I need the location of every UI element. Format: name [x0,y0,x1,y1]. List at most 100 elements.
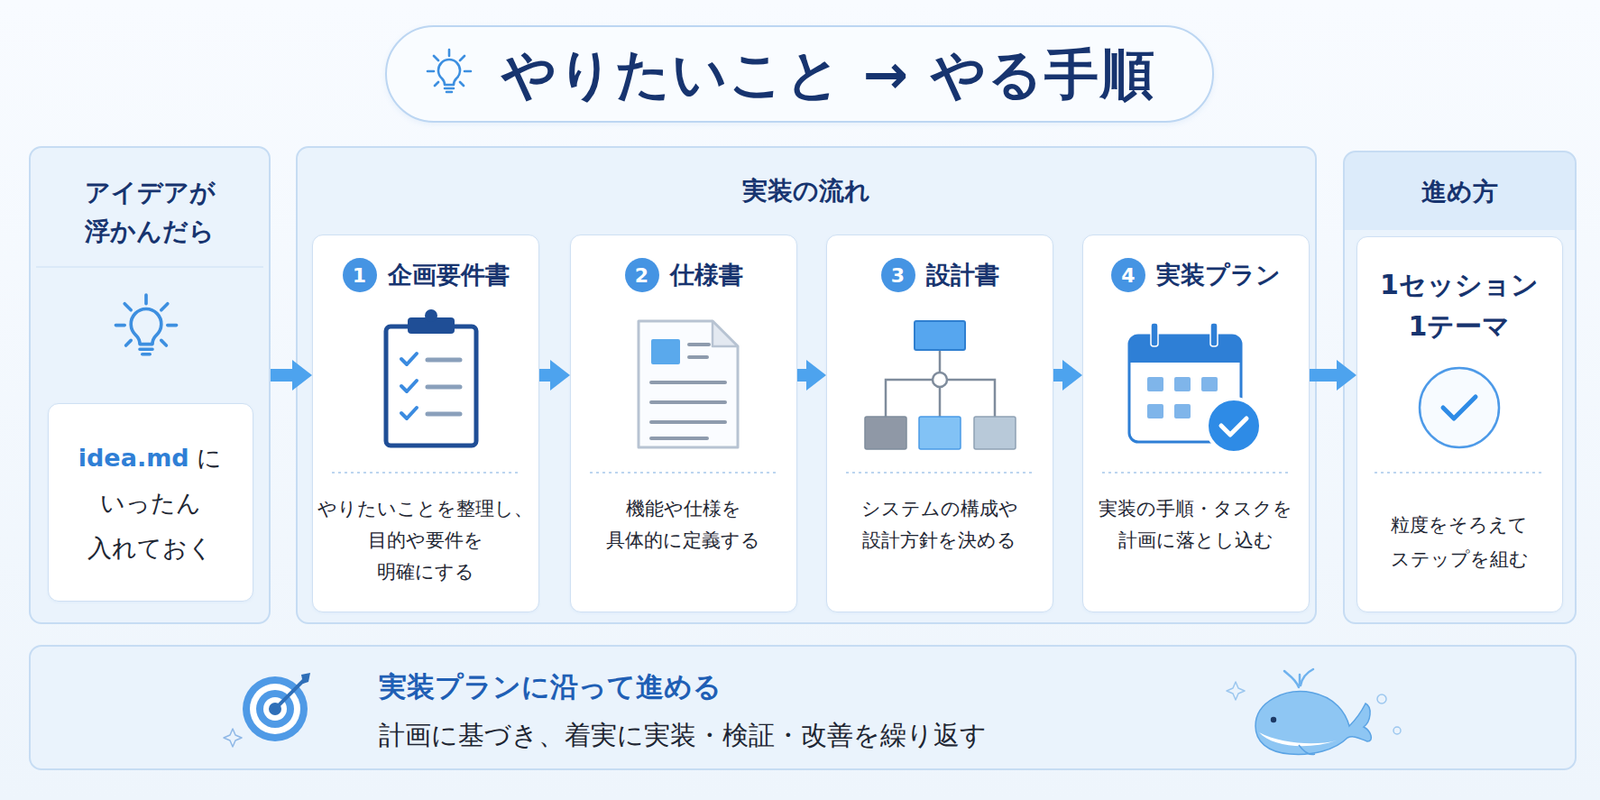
flow-arrow [539,368,551,382]
clipboard-icon [407,317,455,334]
text-line: 計画に落とし込む [1083,524,1308,557]
card-description: システムの構成や 設計方針を決める [827,493,1052,557]
text-line: 目的や要件を [312,524,538,557]
calendar-icon [1210,322,1218,347]
callout-number: 4 [1111,257,1146,293]
target-icon [249,683,301,735]
note-box: idea.md に いったん 入れておく [47,403,254,602]
text-line: 1セッション [1357,264,1562,306]
calendar-icon [1221,418,1247,435]
step-card: 3 設計書システムの構成や 設計方針を決める [826,234,1054,613]
whale-illustration [1270,717,1277,723]
calendar-icon [1147,377,1164,392]
text-line: 明確にする [312,556,538,589]
calendar-icon [1150,322,1159,347]
check-icon [1443,396,1476,419]
panel-heading: 実装の流れ [297,174,1315,208]
target-icon [263,697,287,721]
hierarchy-icon [919,416,961,450]
clipboard-icon [401,353,417,419]
card-title: 企画要件書 [387,258,510,292]
calendar-icon [1201,377,1218,392]
document-icon [638,321,738,448]
card-title: 仕様書 [670,258,744,292]
text-line: 機能や仕様を [570,493,796,525]
text-line: 浮かんだら [30,211,269,251]
document-icon [638,321,738,448]
text-line: ステップを組む [1357,542,1562,577]
calendar-icon [1206,398,1261,453]
calendar-icon [1129,322,1261,453]
connector-layer [270,375,1337,377]
dotted-divider [1374,471,1545,474]
text-line: やりたいことを整理し、 [312,493,538,525]
hierarchy-icon [932,372,948,387]
panel-heading: アイデアが 浮かんだら [30,173,269,251]
flow-arrow [1053,368,1063,382]
callout-number: 1 [342,257,378,293]
calendar-icon [1129,348,1242,363]
target-icon [275,679,305,709]
calendar-icon [1129,335,1242,442]
document-icon [651,339,681,365]
whale-illustration [1259,732,1337,746]
check-icon [1419,367,1499,448]
target-icon [256,689,295,728]
card-description: 粒度をそろえて ステップを組む [1357,507,1562,577]
card-title: 実装プラン [1156,258,1281,292]
whale-illustration [1226,669,1401,755]
clipboard-icon [427,359,460,414]
text-line: 具体的に定義する [570,524,796,557]
note-text: idea.md に いったん 入れておく [57,435,243,571]
calendar-icon [1129,335,1242,363]
step-card: 1 企画要件書やりたいことを整理し、 目的や要件を 明確にする [312,234,540,613]
text-line: 粒度をそろえて [1357,507,1562,543]
clipboard-icon [386,309,477,446]
card-header: 3 設計書 [827,255,1053,295]
whale-illustration [1255,691,1371,755]
method-card: 1セッション 1テーマ粒度をそろえて ステップを組む [1356,236,1564,613]
card-title: 1セッション 1テーマ [1357,264,1562,348]
panel-heading: 進め方 [1344,175,1575,209]
whale-illustration [1377,694,1387,704]
card-header: 1 企画要件書 [312,255,539,295]
text-line: アイデアが [30,173,269,212]
summary-heading: 実装プランに沿って進める [378,668,1191,705]
stage-panel: idea.md に いったん 入れておく アイデアが 浮かんだら [28,146,271,625]
document-icon [651,344,726,439]
flow-arrow [270,368,293,382]
summary-text: 計画に基づき、着実に実装・検証・改善を繰り返す [378,717,1417,754]
card-description: やりたいことを整理し、 目的や要件を 明確にする [312,493,538,589]
hierarchy-icon [864,416,907,450]
callout-number: 3 [881,257,916,293]
step-card: 4 実装プラン実装の手順・タスクを 計画に落とし込む [1082,234,1310,613]
panel-separator [36,266,264,268]
target-icon [223,672,311,747]
hierarchy-icon [974,416,1016,450]
text-line: 1テーマ [1357,305,1562,348]
dotted-divider [845,471,1034,474]
card-description: 実装の手順・タスクを 計画に落とし込む [1083,493,1308,557]
whale-illustration [1393,726,1401,735]
diagram-title: やりたいこと → やる手順 [501,41,1157,107]
card-header: 4 実装プラン [1083,255,1309,295]
callout-number: 2 [625,257,660,293]
flow-arrow [1309,368,1337,382]
card-header: 2 仕様書 [570,255,797,295]
text-line: 実装の手順・タスクを [1083,493,1308,525]
text-line: 設計方針を決める [827,524,1052,557]
dotted-divider [1102,471,1290,474]
card-title: 設計書 [926,258,1000,292]
text-line: システムの構成や [827,493,1052,525]
dotted-divider [589,471,778,474]
flow-arrow [797,368,807,382]
calendar-icon [1174,377,1191,392]
whale-illustration [1298,744,1315,755]
check-icon [1419,367,1499,448]
dotted-divider [331,471,520,474]
dotted-divider [331,471,1545,474]
document-icon [712,321,738,347]
flow-panel: 1 企画要件書やりたいことを整理し、 目的や要件を 明確にする 2 仕様書機能や仕様を… [295,146,1317,625]
calendar-icon [1147,404,1164,419]
